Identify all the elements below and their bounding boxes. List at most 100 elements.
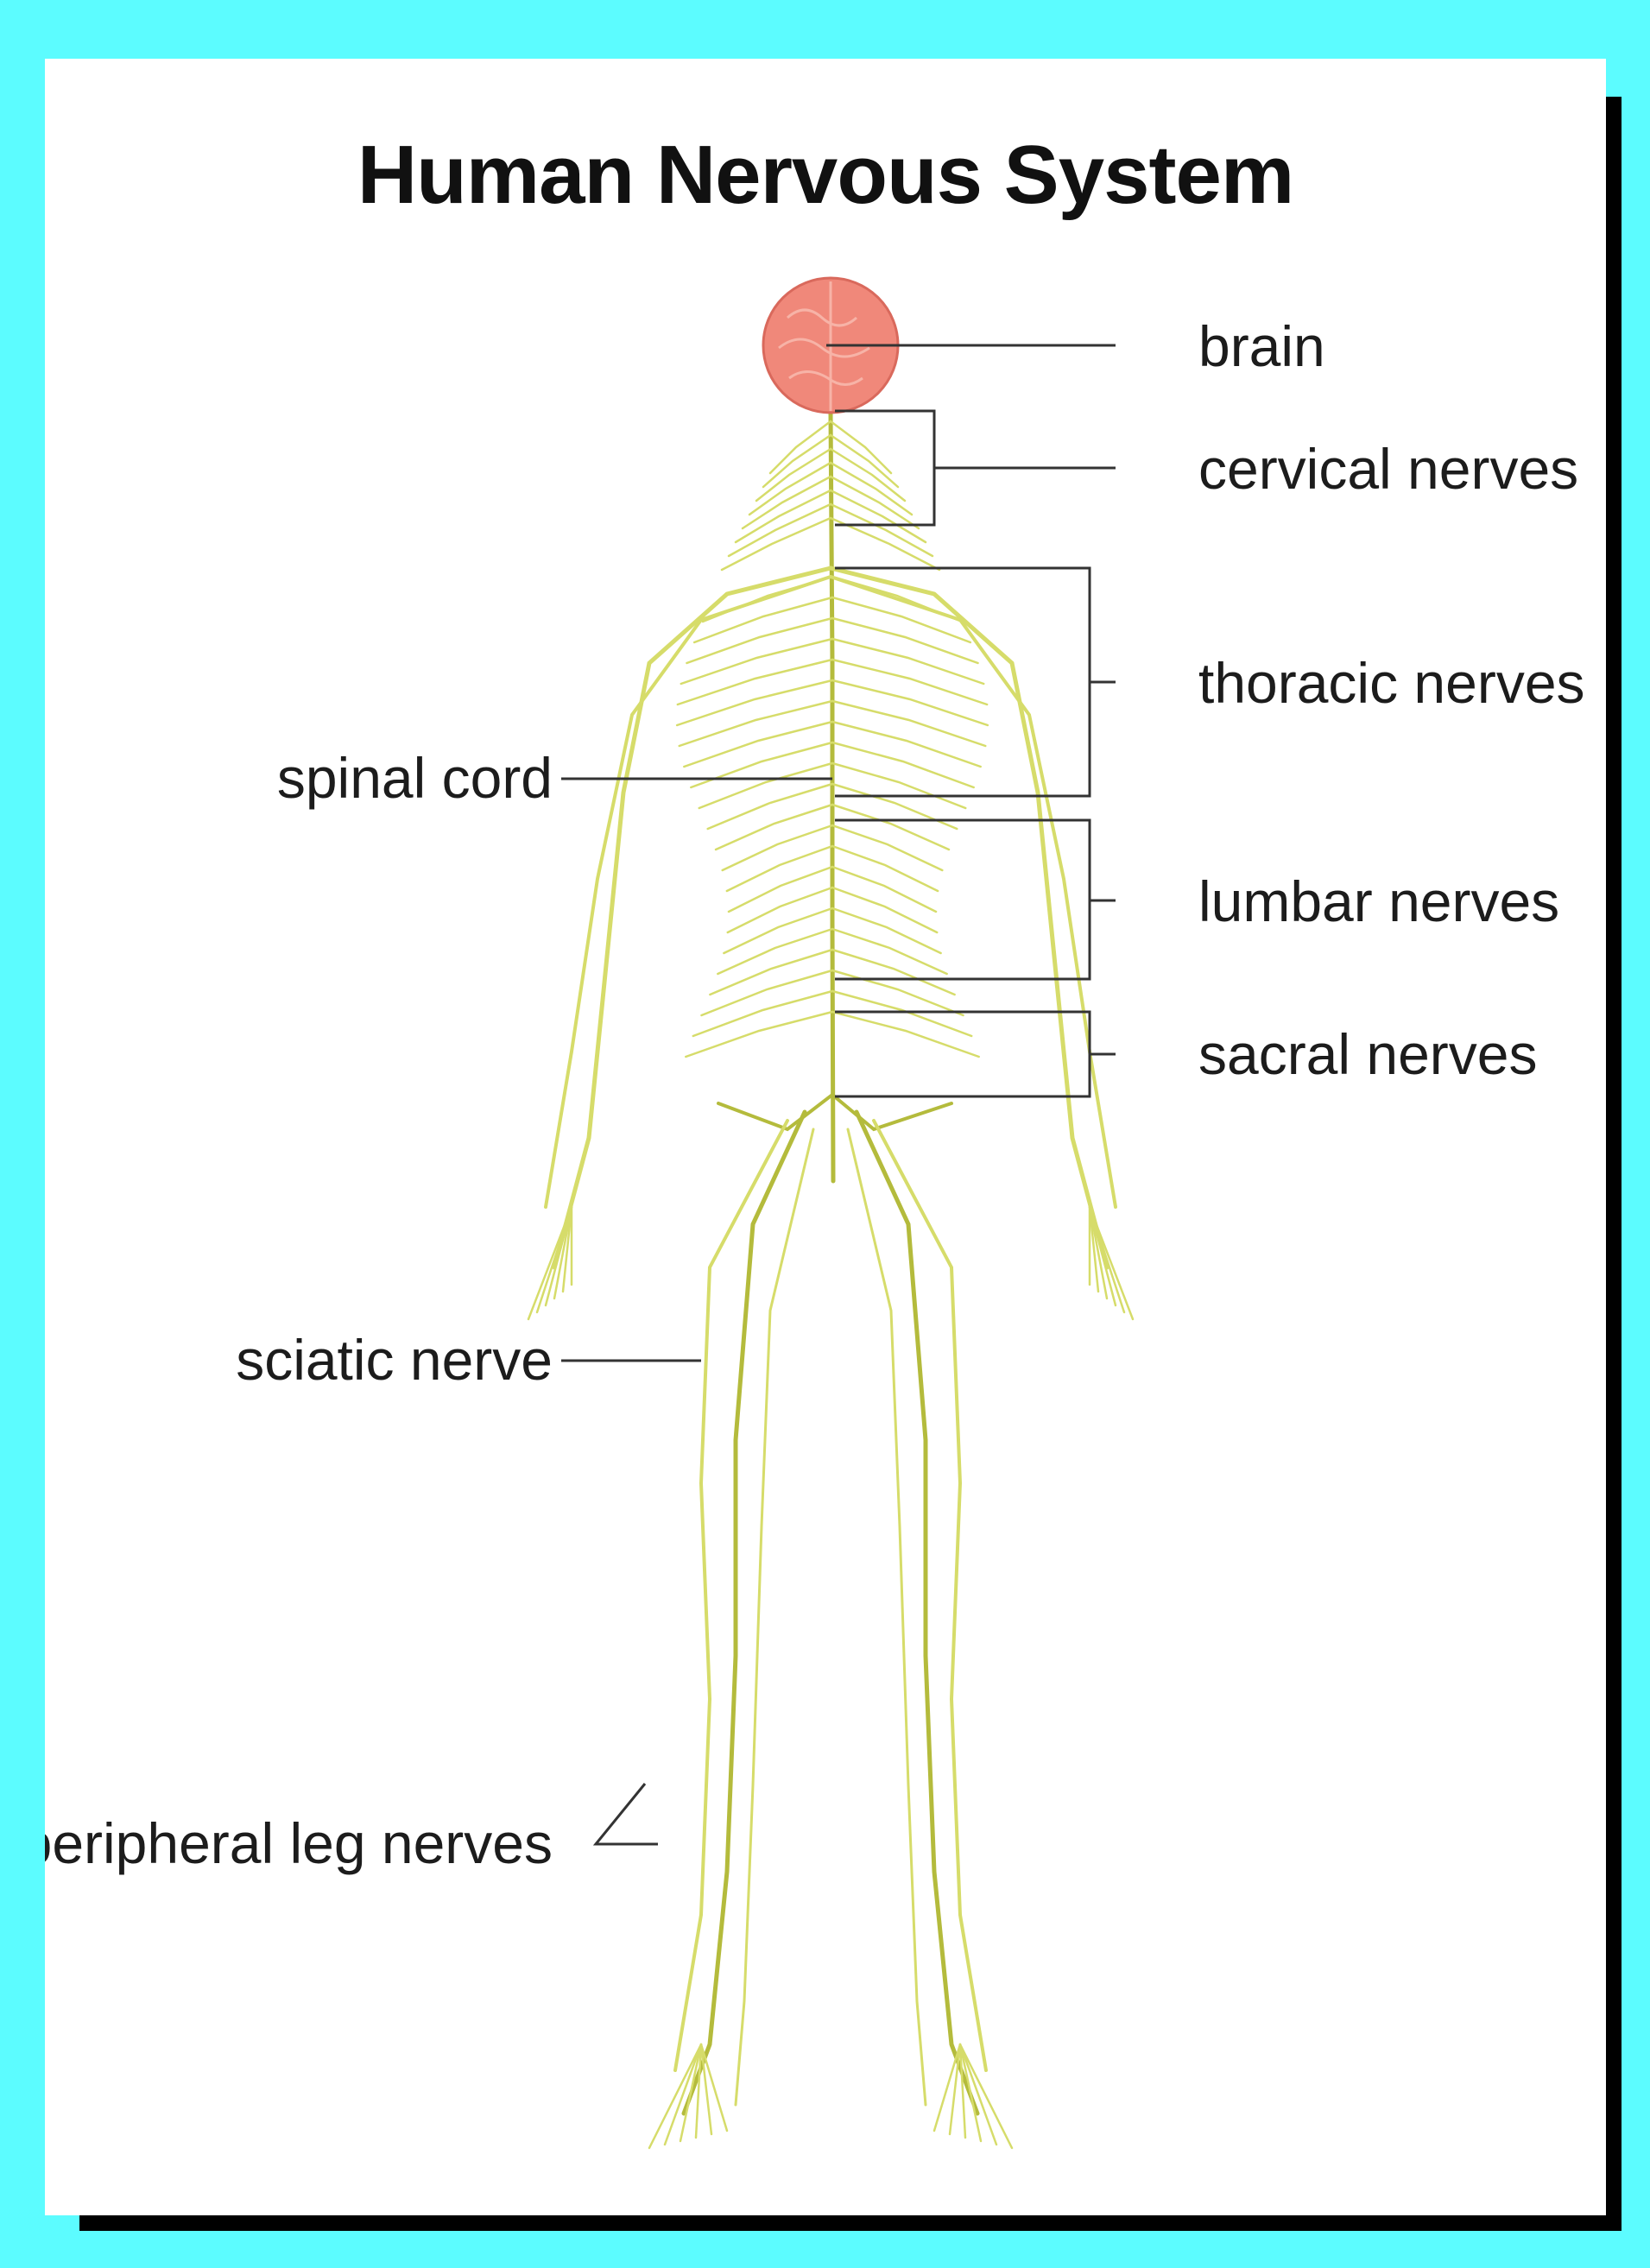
toe-nerve bbox=[948, 2043, 962, 2136]
trunk-nerve bbox=[727, 865, 834, 913]
finger-nerve bbox=[1088, 1205, 1100, 1293]
trunk-nerve bbox=[831, 886, 939, 934]
trunk-nerve bbox=[831, 782, 958, 831]
cervical-nerve bbox=[762, 433, 832, 489]
cervical-nerve bbox=[829, 433, 900, 489]
label-peripheral-leg-nerves: peripheral leg nerves bbox=[45, 1811, 553, 1875]
finger-nerve bbox=[561, 1205, 573, 1293]
leg-nerve bbox=[846, 1128, 927, 2107]
leg-nerve bbox=[734, 1128, 815, 2107]
label-thoracic-nerves: thoracic nerves bbox=[1198, 651, 1585, 715]
trunk-nerve bbox=[831, 969, 964, 1017]
trunk-nerve bbox=[831, 824, 944, 872]
trunk-nerve bbox=[831, 927, 948, 976]
trunk-nerve bbox=[831, 761, 967, 810]
toe-nerve bbox=[699, 2043, 713, 2136]
cervical-nerve bbox=[734, 489, 832, 544]
cervical-nerve bbox=[829, 447, 907, 502]
cervical-nerve bbox=[720, 516, 832, 572]
pelvic-nerve bbox=[717, 1092, 953, 1132]
nervous-system-figure bbox=[527, 276, 1135, 2150]
cervical-nerve bbox=[829, 516, 941, 572]
cervical-nerve bbox=[768, 420, 832, 475]
trunk-nerve bbox=[700, 969, 834, 1017]
trunk-nerve bbox=[675, 679, 834, 727]
cervical-nerve bbox=[829, 489, 927, 544]
sciatic-nerve-line bbox=[681, 1109, 807, 2116]
trunk-nerve bbox=[831, 720, 982, 768]
toe-nerve bbox=[958, 2043, 1014, 2150]
trunk-nerve bbox=[698, 761, 834, 810]
toe-nerve bbox=[663, 2043, 703, 2146]
sacral-bracket bbox=[835, 1010, 1091, 1098]
trunk-nerve bbox=[831, 865, 938, 913]
cervical-nerve bbox=[829, 475, 920, 530]
peripheral-leg-leader bbox=[592, 1783, 658, 1846]
toe-nerve bbox=[958, 2043, 983, 2143]
label-sacral-nerves: sacral nerves bbox=[1198, 1022, 1538, 1086]
label-lumbar-nerves: lumbar nerves bbox=[1198, 869, 1560, 933]
trunk-nerve bbox=[831, 596, 972, 644]
trunk-nerve bbox=[717, 927, 834, 976]
cervical-nerve bbox=[748, 461, 832, 516]
trunk-nerve bbox=[831, 948, 956, 996]
cervical-nerve bbox=[755, 447, 832, 502]
trunk-nerve bbox=[701, 575, 834, 623]
leg-nerve bbox=[872, 1119, 988, 2072]
diagram-card: Human Nervous System brain cervical nerv… bbox=[45, 59, 1606, 2215]
trunk-nerve bbox=[831, 844, 939, 893]
trunk-nerve bbox=[678, 699, 834, 748]
trunk-nerve bbox=[723, 907, 834, 955]
trunk-nerve bbox=[726, 886, 834, 934]
trunk-nerve bbox=[831, 637, 985, 685]
trunk-nerve bbox=[690, 741, 834, 789]
lumbar-bracket bbox=[835, 818, 1091, 981]
trunk-nerve bbox=[831, 989, 973, 1038]
thoracic-bracket bbox=[835, 566, 1091, 798]
cervical-nerve bbox=[829, 502, 934, 558]
trunk-nerve bbox=[831, 907, 942, 955]
trunk-nerve bbox=[683, 720, 834, 768]
toe-nerve bbox=[699, 2043, 729, 2132]
trunk-nerve bbox=[831, 575, 964, 623]
trunk-nerve bbox=[725, 844, 834, 893]
finger-nerve bbox=[1088, 1205, 1135, 1321]
trunk-nerve bbox=[831, 741, 975, 789]
toe-nerve bbox=[958, 2043, 998, 2146]
cervical-nerve bbox=[741, 475, 832, 530]
label-sciatic-nerve: sciatic nerve bbox=[236, 1328, 553, 1392]
toe-nerve bbox=[694, 2043, 703, 2139]
trunk-nerve bbox=[721, 824, 834, 872]
trunk-nerve bbox=[706, 782, 834, 831]
toe-nerve bbox=[679, 2043, 703, 2143]
arm-nerve bbox=[828, 565, 1109, 1270]
trunk-nerve bbox=[676, 658, 834, 706]
label-brain: brain bbox=[1198, 314, 1325, 378]
trunk-nerve bbox=[692, 596, 834, 644]
trunk-nerve bbox=[831, 616, 979, 665]
cervical-nerve bbox=[829, 461, 914, 516]
label-spinal-cord: spinal cord bbox=[276, 746, 553, 810]
finger-nerve bbox=[527, 1205, 573, 1321]
trunk-nerve bbox=[692, 989, 834, 1038]
leg-nerve bbox=[673, 1119, 789, 2072]
leader-lines bbox=[561, 344, 1116, 1846]
cervical-nerve bbox=[727, 502, 832, 558]
finger-nerve bbox=[553, 1205, 573, 1300]
toe-nerve bbox=[932, 2043, 962, 2132]
nerve-network bbox=[527, 410, 1135, 2150]
cervical-nerve bbox=[829, 420, 893, 475]
toe-nerve bbox=[958, 2043, 967, 2139]
trunk-nerve bbox=[686, 616, 834, 665]
trunk-nerve bbox=[680, 637, 834, 685]
arm-nerve bbox=[829, 575, 1117, 1209]
spinal-cord-line bbox=[828, 410, 836, 1184]
label-cervical-nerves: cervical nerves bbox=[1198, 437, 1579, 501]
finger-nerve bbox=[1088, 1205, 1109, 1300]
trunk-nerve bbox=[831, 679, 989, 727]
trunk-nerve bbox=[831, 1010, 980, 1058]
diagram-title: Human Nervous System bbox=[357, 129, 1294, 221]
toe-nerve bbox=[648, 2043, 703, 2150]
sciatic-nerve-line bbox=[854, 1109, 980, 2116]
trunk-nerve bbox=[709, 948, 834, 996]
